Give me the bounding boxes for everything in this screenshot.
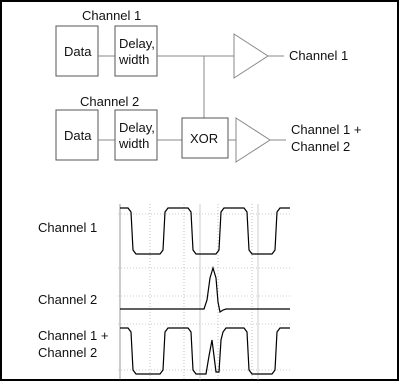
trace-channel-1 xyxy=(120,207,290,255)
amplifier-1 xyxy=(233,33,269,79)
trace2-label: Channel 2 xyxy=(38,292,97,307)
amplifier-2 xyxy=(235,117,271,163)
xor-box-label: XOR xyxy=(190,131,218,146)
trace1-label: Channel 1 xyxy=(38,220,97,235)
output-label-1: Channel 1 xyxy=(289,48,348,63)
output-label-2-line1: Channel 1 + xyxy=(291,122,361,137)
output-label-2-line2: Channel 2 xyxy=(291,139,350,154)
delay-box-2 xyxy=(114,109,158,161)
channel1-header: Channel 1 xyxy=(82,8,141,23)
xor-box xyxy=(181,117,229,159)
data-box-2-label: Data xyxy=(64,128,92,143)
data-box-1-label: Data xyxy=(64,44,92,59)
trace3-label-line1: Channel 1 + xyxy=(38,328,108,343)
delay-box-2-line2: width xyxy=(118,136,149,151)
data-box-2 xyxy=(55,109,99,161)
delay-box-2-line1: Delay, xyxy=(119,120,155,135)
delay-box-1-line2: width xyxy=(118,52,149,67)
trace-channel-1-plus-2 xyxy=(120,327,290,375)
scope-grid xyxy=(118,204,290,380)
delay-box-1 xyxy=(114,25,158,77)
data-box-1 xyxy=(55,25,99,77)
trace3-label-line2: Channel 2 xyxy=(38,345,97,360)
delay-box-1-line1: Delay, xyxy=(119,36,155,51)
channel2-header: Channel 2 xyxy=(80,94,139,109)
trace-channel-2 xyxy=(120,265,290,313)
